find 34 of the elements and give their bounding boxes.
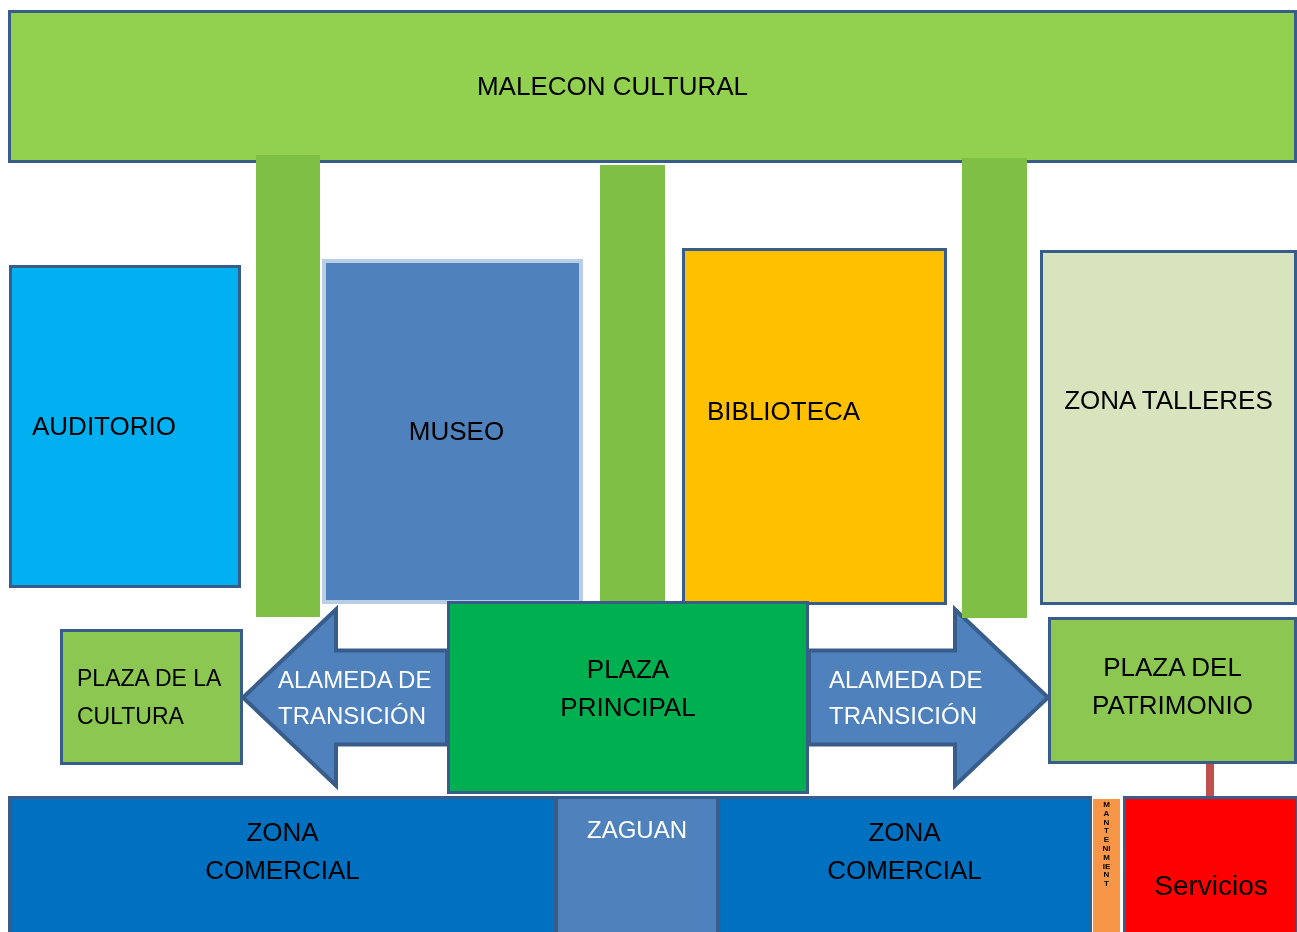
block-label: ZONA COMERCIAL — [826, 816, 983, 887]
edge-label: ALAMEDA DE TRANSICIÓN — [278, 664, 433, 731]
block-label: ZAGUAN — [587, 815, 687, 845]
block-label: MALECON CULTURAL — [476, 70, 749, 103]
block-label: MUSEO — [408, 415, 505, 448]
walkway-bar — [256, 155, 320, 617]
block-label: AUDITORIO — [32, 410, 176, 443]
edge-label: ALAMEDA DE TRANSICIÓN — [829, 664, 984, 731]
block-label: BIBLIOTECA — [707, 395, 861, 428]
connector — [1206, 764, 1214, 796]
auditorium-block — [9, 265, 241, 588]
services-block — [1123, 796, 1297, 932]
walkway-bar — [600, 165, 665, 601]
malecon-band — [8, 10, 1297, 163]
maintenance-strip — [1093, 799, 1120, 932]
block-label: ZONA TALLERES — [1064, 383, 1273, 417]
block-label: ZONA COMERCIAL — [204, 816, 361, 887]
commercial-block — [717, 796, 1092, 932]
block-label: PLAZA DE LA CULTURA — [77, 664, 222, 731]
entry-hall-block — [555, 796, 719, 932]
museum-block — [322, 259, 583, 604]
block-label: Servicios — [1154, 869, 1268, 903]
block-arrow — [807, 604, 1051, 791]
plaza-block — [447, 601, 809, 794]
walkway-bar — [962, 158, 1027, 618]
library-block — [682, 248, 947, 605]
block-arrow — [240, 604, 449, 791]
plaza-block — [60, 629, 243, 765]
block-label: PLAZA PRINCIPAL — [559, 652, 697, 724]
commercial-block — [8, 796, 557, 932]
workshop-block — [1040, 250, 1297, 605]
block-label: MANTENIMIENT — [1102, 801, 1111, 891]
plaza-block — [1048, 617, 1297, 764]
block-label: PLAZA DEL PATRIMONIO — [1091, 650, 1254, 722]
